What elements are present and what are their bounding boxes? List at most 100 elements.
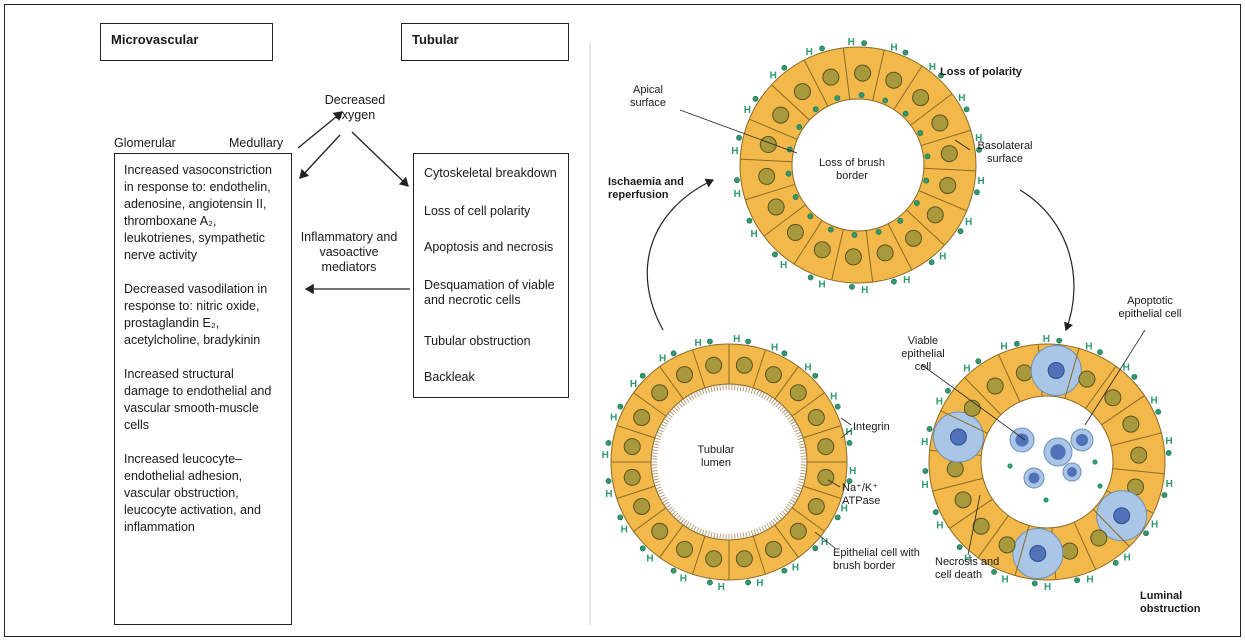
integrin-marker	[1165, 450, 1172, 456]
brush-border-villus	[655, 434, 662, 438]
brush-border-villus	[710, 531, 713, 538]
atpase-marker: H	[921, 480, 928, 491]
atpase-marker: H	[770, 71, 777, 82]
brush-border-villus	[719, 533, 721, 540]
brush-border-villus	[797, 483, 804, 487]
cell-nucleus	[876, 244, 894, 262]
cell-nucleus	[912, 89, 930, 107]
tubular-header-box: Tubular	[401, 23, 569, 61]
atpase-marker: H	[848, 37, 855, 48]
brush-border-villus	[766, 395, 771, 401]
misplaced-marker	[858, 92, 865, 98]
cell-boundary	[774, 366, 799, 400]
arrow-to-oxygen	[297, 111, 344, 149]
cell-boundary	[949, 498, 993, 529]
brush-border-villus	[792, 426, 799, 430]
integrin-marker	[1014, 340, 1020, 347]
brush-border-villus	[798, 440, 805, 443]
atpase-marker: H	[751, 229, 758, 240]
integrin-marker	[617, 514, 624, 521]
cell-nucleus	[651, 522, 669, 540]
cell-nucleus	[623, 468, 641, 486]
integrin-marker	[670, 567, 677, 574]
integrin-marker	[846, 440, 853, 446]
tubular-header: Tubular	[412, 32, 459, 47]
misplaced-marker	[897, 217, 904, 224]
tubular-item: Backleak	[424, 370, 475, 384]
cell-boundary	[745, 183, 796, 201]
cell-nucleus	[946, 460, 964, 478]
brush-border-villus	[667, 413, 673, 418]
integrin-marker	[605, 440, 612, 446]
brush-border-villus	[652, 475, 659, 478]
brush-border-villus	[787, 415, 793, 421]
brush-border-villus	[737, 533, 739, 540]
integrin-marker	[736, 134, 742, 141]
misplaced-marker	[827, 226, 834, 233]
brush-border-villus	[695, 390, 700, 397]
na-k-atpase-label: Na⁺/K⁺ ATPase	[842, 482, 881, 507]
integrin-marker	[734, 177, 740, 184]
integrin-marker	[746, 217, 753, 224]
atpase-marker: H	[958, 93, 965, 104]
brush-border-villus	[787, 503, 793, 509]
atpase-marker: H	[804, 362, 811, 373]
brush-border-villus	[783, 508, 789, 513]
cell-boundary	[791, 392, 825, 417]
viable-epithelial-cell-label: Viable epithelial cell	[901, 335, 945, 373]
brush-border-villus	[713, 532, 716, 539]
atpase-marker: H	[890, 42, 897, 53]
atpase-marker: H	[1165, 436, 1172, 447]
brush-border-villus	[671, 510, 677, 516]
brush-border-villus	[742, 532, 745, 539]
atpase-marker: H	[771, 343, 778, 354]
misplaced-marker	[792, 194, 799, 200]
brush-border-villus	[800, 452, 807, 454]
cell-nucleus	[1015, 364, 1033, 382]
microvascular-header: Microvascular	[111, 32, 199, 47]
cell-boundary	[659, 524, 684, 558]
atpase-marker: H	[845, 427, 852, 438]
cell-boundary	[1073, 521, 1096, 570]
brush-border-villus	[758, 527, 763, 534]
brush-border-villus	[669, 508, 675, 513]
atpase-marker: H	[744, 105, 751, 116]
brush-border-villus	[781, 408, 787, 414]
brush-border-villus	[707, 531, 710, 538]
brush-border-villus	[673, 406, 679, 412]
tubular-item: Tubular obstruction	[424, 334, 531, 348]
integrin-marker	[1056, 337, 1063, 344]
brush-border-villus	[698, 389, 702, 396]
atpase-marker: H	[630, 379, 637, 390]
cell-boundary	[1112, 468, 1165, 475]
cell-nucleus	[1061, 542, 1079, 560]
cell-nucleus	[931, 114, 949, 132]
atpase-marker: H	[610, 412, 617, 423]
cell-nucleus	[735, 550, 753, 568]
brush-border-villus	[758, 390, 763, 397]
misplaced-marker	[882, 97, 889, 104]
cell-boundary	[1014, 525, 1030, 576]
integrin-marker	[922, 468, 929, 474]
medullary-label: Medullary	[229, 136, 284, 150]
brush-border-villus	[798, 481, 805, 484]
brush-border-villus	[761, 525, 765, 532]
integrin-marker	[752, 95, 759, 102]
cell-boundary	[803, 485, 842, 499]
leader-viable	[921, 364, 1026, 441]
cell-boundary	[910, 93, 953, 126]
integrin-marker	[1161, 492, 1168, 498]
inflammatory-mediators-label: Inflammatory and vasoactive mediators	[300, 230, 398, 274]
apoptotic-epithelial-cell-label: Apoptotic epithelial cell	[1118, 295, 1182, 320]
cell-nucleus	[789, 384, 807, 402]
cell-boundary	[1064, 348, 1080, 399]
brush-border-villus	[659, 426, 666, 430]
brush-border-villus	[748, 531, 751, 538]
cell-nucleus	[789, 522, 807, 540]
integrin-marker	[928, 259, 935, 266]
debris-nucleus	[1050, 444, 1066, 460]
epithelial-brush-border-label: Epithelial cell with brush border	[833, 547, 920, 572]
cell-nucleus	[676, 366, 694, 384]
